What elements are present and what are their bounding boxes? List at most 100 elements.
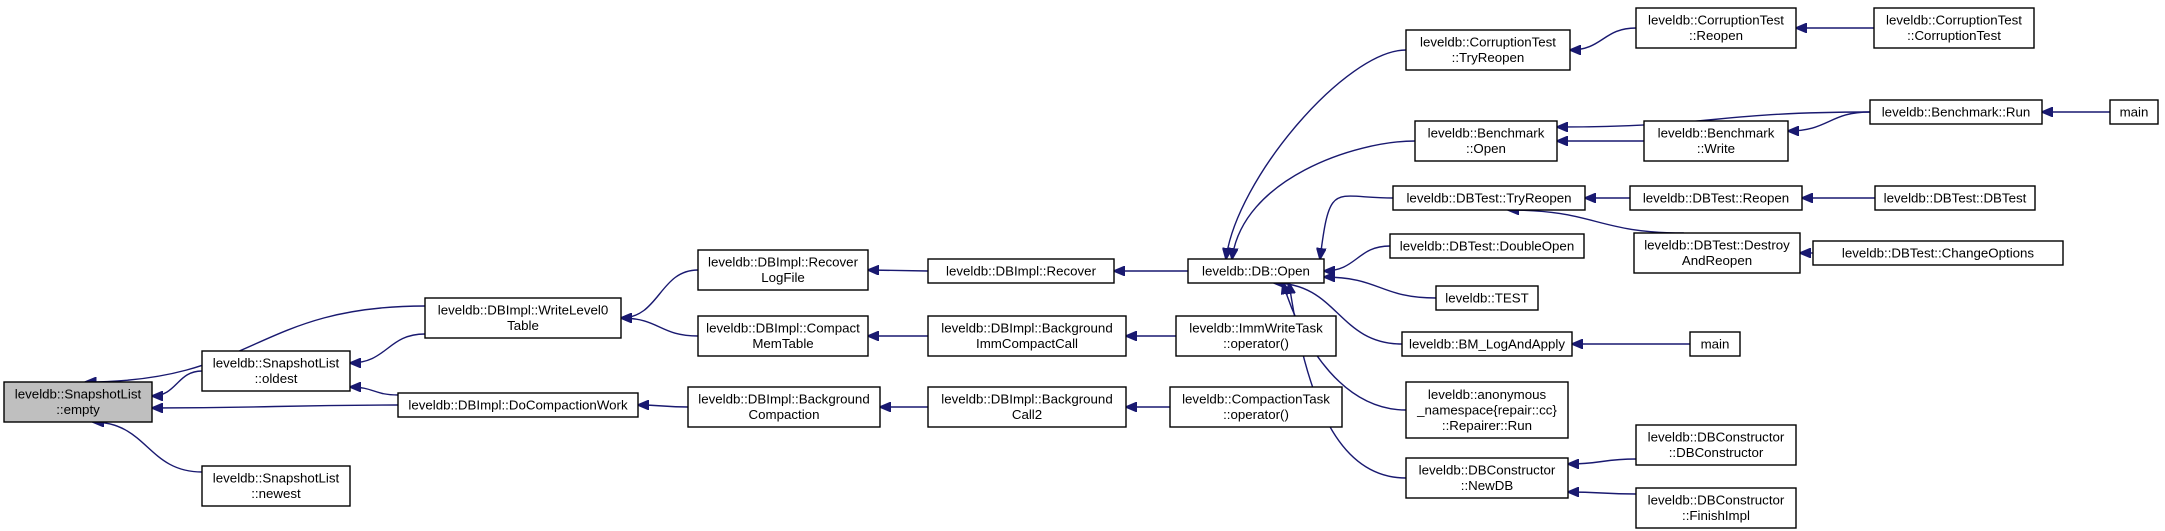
node-box [1187, 258, 1325, 284]
node-dbtestreopen[interactable]: leveldb::DBTest::Reopen [1629, 185, 1803, 211]
node-box [927, 258, 1115, 284]
node-label: ::NewDB [1461, 478, 1514, 493]
node-label: leveldb::CompactionTask [1182, 392, 1330, 407]
node-label: leveldb::DBTest::ChangeOptions [1842, 245, 2035, 260]
node-label: ::Open [1466, 141, 1506, 156]
node-immwritetask[interactable]: leveldb::ImmWriteTask::operator() [1175, 315, 1337, 357]
node-box [1405, 29, 1571, 71]
node-label: leveldb::DBImpl::Recover [708, 255, 859, 270]
edge-benchopen-to-dbopen [1232, 140, 1416, 259]
node-dbtest[interactable]: leveldb::DBTest::DBTest [1874, 185, 2036, 211]
node-label: leveldb::DBConstructor [1419, 463, 1556, 478]
node-label: ::DBConstructor [1669, 445, 1764, 460]
node-label: leveldb::DBImpl::WriteLevel0 [438, 303, 608, 318]
node-label: leveldb::DBImpl::Background [698, 392, 869, 407]
node-repairer[interactable]: leveldb::anonymous_namespace{repair::cc}… [1405, 381, 1569, 439]
node-box [2109, 99, 2159, 125]
node-compactiontask[interactable]: leveldb::CompactionTask::operator() [1169, 386, 1343, 428]
node-box [1635, 7, 1797, 49]
node-bmlog[interactable]: leveldb::BM_LogAndApply [1401, 331, 1573, 357]
node-label: leveldb::TEST [1445, 290, 1529, 305]
node-root[interactable]: leveldb::SnapshotList::empty [3, 381, 153, 423]
node-main2[interactable]: main [1689, 331, 1741, 357]
node-correopen[interactable]: leveldb::CorruptionTest::Reopen [1635, 7, 1797, 49]
node-newdb[interactable]: leveldb::DBConstructor::NewDB [1405, 457, 1569, 499]
node-label: ::CorruptionTest [1907, 28, 2001, 43]
node-label: Call2 [1012, 407, 1042, 422]
edge-docompactionwork-to-oldest [350, 387, 399, 396]
node-label: leveldb::anonymous [1428, 387, 1547, 402]
node-box [201, 465, 351, 507]
node-test[interactable]: leveldb::TEST [1435, 285, 1539, 311]
node-benchwrite[interactable]: leveldb::Benchmark::Write [1643, 120, 1789, 162]
node-label: ::TryReopen [1452, 50, 1525, 65]
edge-destroyreopen-to-dbtesttryreopen [1508, 210, 1684, 234]
node-label: leveldb::Benchmark [1658, 126, 1775, 141]
edge-newdb-to-dbopen [1289, 283, 1407, 479]
node-dbtesttryreopen[interactable]: leveldb::DBTest::TryReopen [1392, 185, 1586, 211]
edge-correopen-to-corrtryreopen [1570, 27, 1637, 50]
node-dbconstructor[interactable]: leveldb::DBConstructor::DBConstructor [1635, 424, 1797, 466]
node-benchrun[interactable]: leveldb::Benchmark::Run [1869, 99, 2043, 125]
node-bgimmcompact[interactable]: leveldb::DBImpl::BackgroundImmCompactCal… [927, 315, 1127, 357]
node-benchopen[interactable]: leveldb::Benchmark::Open [1414, 120, 1558, 162]
node-recover[interactable]: leveldb::DBImpl::Recover [927, 258, 1115, 284]
node-label: leveldb::CorruptionTest [1648, 13, 1784, 28]
node-label: Table [507, 318, 539, 333]
node-label: Compaction [749, 407, 820, 422]
node-box [1414, 120, 1558, 162]
edge-corrtryreopen-to-dbopen [1226, 49, 1407, 259]
node-changeoptions[interactable]: leveldb::DBTest::ChangeOptions [1812, 240, 2064, 266]
node-label: ::Write [1697, 141, 1735, 156]
node-dbopen[interactable]: leveldb::DB::Open [1187, 258, 1325, 284]
edge-finishimpl-to-newdb [1568, 492, 1637, 494]
node-label: ::Repairer::Run [1442, 418, 1532, 433]
node-oldest[interactable]: leveldb::SnapshotList::oldest [201, 350, 351, 392]
node-label: leveldb::CorruptionTest [1886, 13, 2022, 28]
node-label: leveldb::DBImpl::Compact [706, 321, 860, 336]
node-label: leveldb::DBImpl::DoCompactionWork [408, 397, 628, 412]
node-box [1405, 381, 1569, 439]
node-box [927, 386, 1127, 428]
node-box [1435, 285, 1539, 311]
node-label: leveldb::DBTest::Reopen [1643, 190, 1789, 205]
node-box [697, 249, 869, 291]
node-label: leveldb::CorruptionTest [1420, 35, 1556, 50]
node-label: main [2120, 104, 2149, 119]
node-box [3, 381, 153, 423]
edge-recoverlogfile-to-writelevel0 [621, 269, 699, 318]
edge-repairer-to-dbopen [1283, 283, 1407, 411]
edge-recover-to-recoverlogfile [868, 270, 929, 271]
node-label: leveldb::SnapshotList [15, 387, 142, 402]
edge-test-to-dbopen [1324, 277, 1437, 299]
edge-backgroundcompaction-to-docompactionwork [638, 405, 689, 407]
node-label: leveldb::DBImpl::Background [941, 321, 1112, 336]
node-box [1401, 331, 1573, 357]
node-box [1392, 185, 1586, 211]
node-label: ::newest [251, 486, 301, 501]
node-doubleopen[interactable]: leveldb::DBTest::DoubleOpen [1389, 233, 1585, 259]
node-main1[interactable]: main [2109, 99, 2159, 125]
node-docompactionwork[interactable]: leveldb::DBImpl::DoCompactionWork [397, 392, 639, 418]
node-label: ::operator() [1223, 407, 1289, 422]
node-newest[interactable]: leveldb::SnapshotList::newest [201, 465, 351, 507]
node-label: ::empty [56, 402, 100, 417]
edge-dbtesttryreopen-to-dbopen [1320, 195, 1394, 259]
node-box [424, 297, 622, 339]
node-finishimpl[interactable]: leveldb::DBConstructor::FinishImpl [1635, 487, 1797, 529]
node-box [1389, 233, 1585, 259]
node-label: LogFile [761, 270, 805, 285]
node-corrtryreopen[interactable]: leveldb::CorruptionTest::TryReopen [1405, 29, 1571, 71]
node-box [1405, 457, 1569, 499]
node-corrtest[interactable]: leveldb::CorruptionTest::CorruptionTest [1873, 7, 2035, 49]
node-box [927, 315, 1127, 357]
node-label: leveldb::DBTest::DoubleOpen [1400, 238, 1574, 253]
node-label: MemTable [752, 336, 813, 351]
node-box [697, 315, 869, 357]
